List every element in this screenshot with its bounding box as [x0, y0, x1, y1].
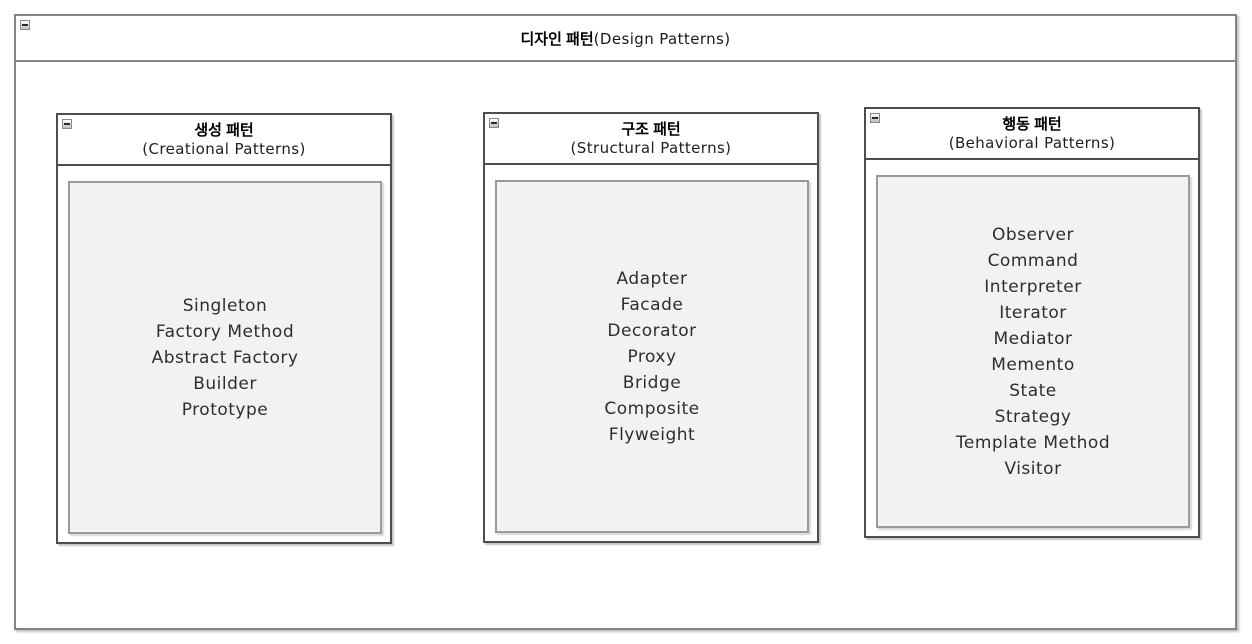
page-title-english: (Design Patterns)	[593, 29, 731, 48]
card-title-korean: 생성 패턴	[194, 121, 254, 139]
pattern-item: Builder	[193, 373, 257, 394]
page-title-korean: 디자인 패턴	[520, 30, 594, 48]
card-header: 생성 패턴 (Creational Patterns)	[58, 115, 390, 166]
pattern-item: Visitor	[1004, 458, 1062, 479]
card-title-english: (Behavioral Patterns)	[948, 133, 1116, 152]
pattern-item: Template Method	[955, 432, 1111, 453]
pattern-item: State	[1009, 380, 1057, 401]
collapse-icon[interactable]	[62, 119, 72, 129]
pattern-item: Proxy	[627, 346, 677, 367]
card-header: 구조 패턴 (Structural Patterns)	[485, 114, 817, 165]
pattern-item: Abstract Factory	[151, 347, 299, 368]
page-title: 디자인 패턴(Design Patterns)	[520, 28, 730, 49]
pattern-item: Command	[987, 250, 1079, 271]
pattern-item: Memento	[991, 354, 1075, 375]
collapse-icon[interactable]	[870, 113, 880, 123]
pattern-item: Bridge	[622, 372, 682, 393]
pattern-item: Interpreter	[984, 276, 1082, 297]
frame-header: 디자인 패턴(Design Patterns)	[16, 16, 1235, 62]
card-title-english: (Structural Patterns)	[570, 138, 732, 157]
pattern-item: Iterator	[999, 302, 1067, 323]
pattern-item: Factory Method	[155, 321, 295, 342]
pattern-item: Strategy	[994, 406, 1072, 427]
design-patterns-frame: 디자인 패턴(Design Patterns) 생성 패턴 (Creationa…	[14, 14, 1237, 630]
pattern-item: Singleton	[182, 295, 268, 316]
card-title-korean: 구조 패턴	[621, 120, 681, 138]
pattern-item: Composite	[604, 398, 700, 419]
card-title-korean: 행동 패턴	[1002, 115, 1062, 133]
pattern-item: Prototype	[181, 399, 269, 420]
collapse-icon[interactable]	[20, 20, 30, 30]
pattern-item: Mediator	[993, 328, 1073, 349]
card-header: 행동 패턴 (Behavioral Patterns)	[866, 109, 1198, 160]
pattern-item: Decorator	[607, 320, 697, 341]
pattern-item: Adapter	[616, 268, 688, 289]
pattern-item: Observer	[992, 224, 1074, 245]
pattern-item: Flyweight	[608, 424, 696, 445]
pattern-item: Facade	[620, 294, 684, 315]
card-title-english: (Creational Patterns)	[142, 139, 306, 158]
collapse-icon[interactable]	[489, 118, 499, 128]
